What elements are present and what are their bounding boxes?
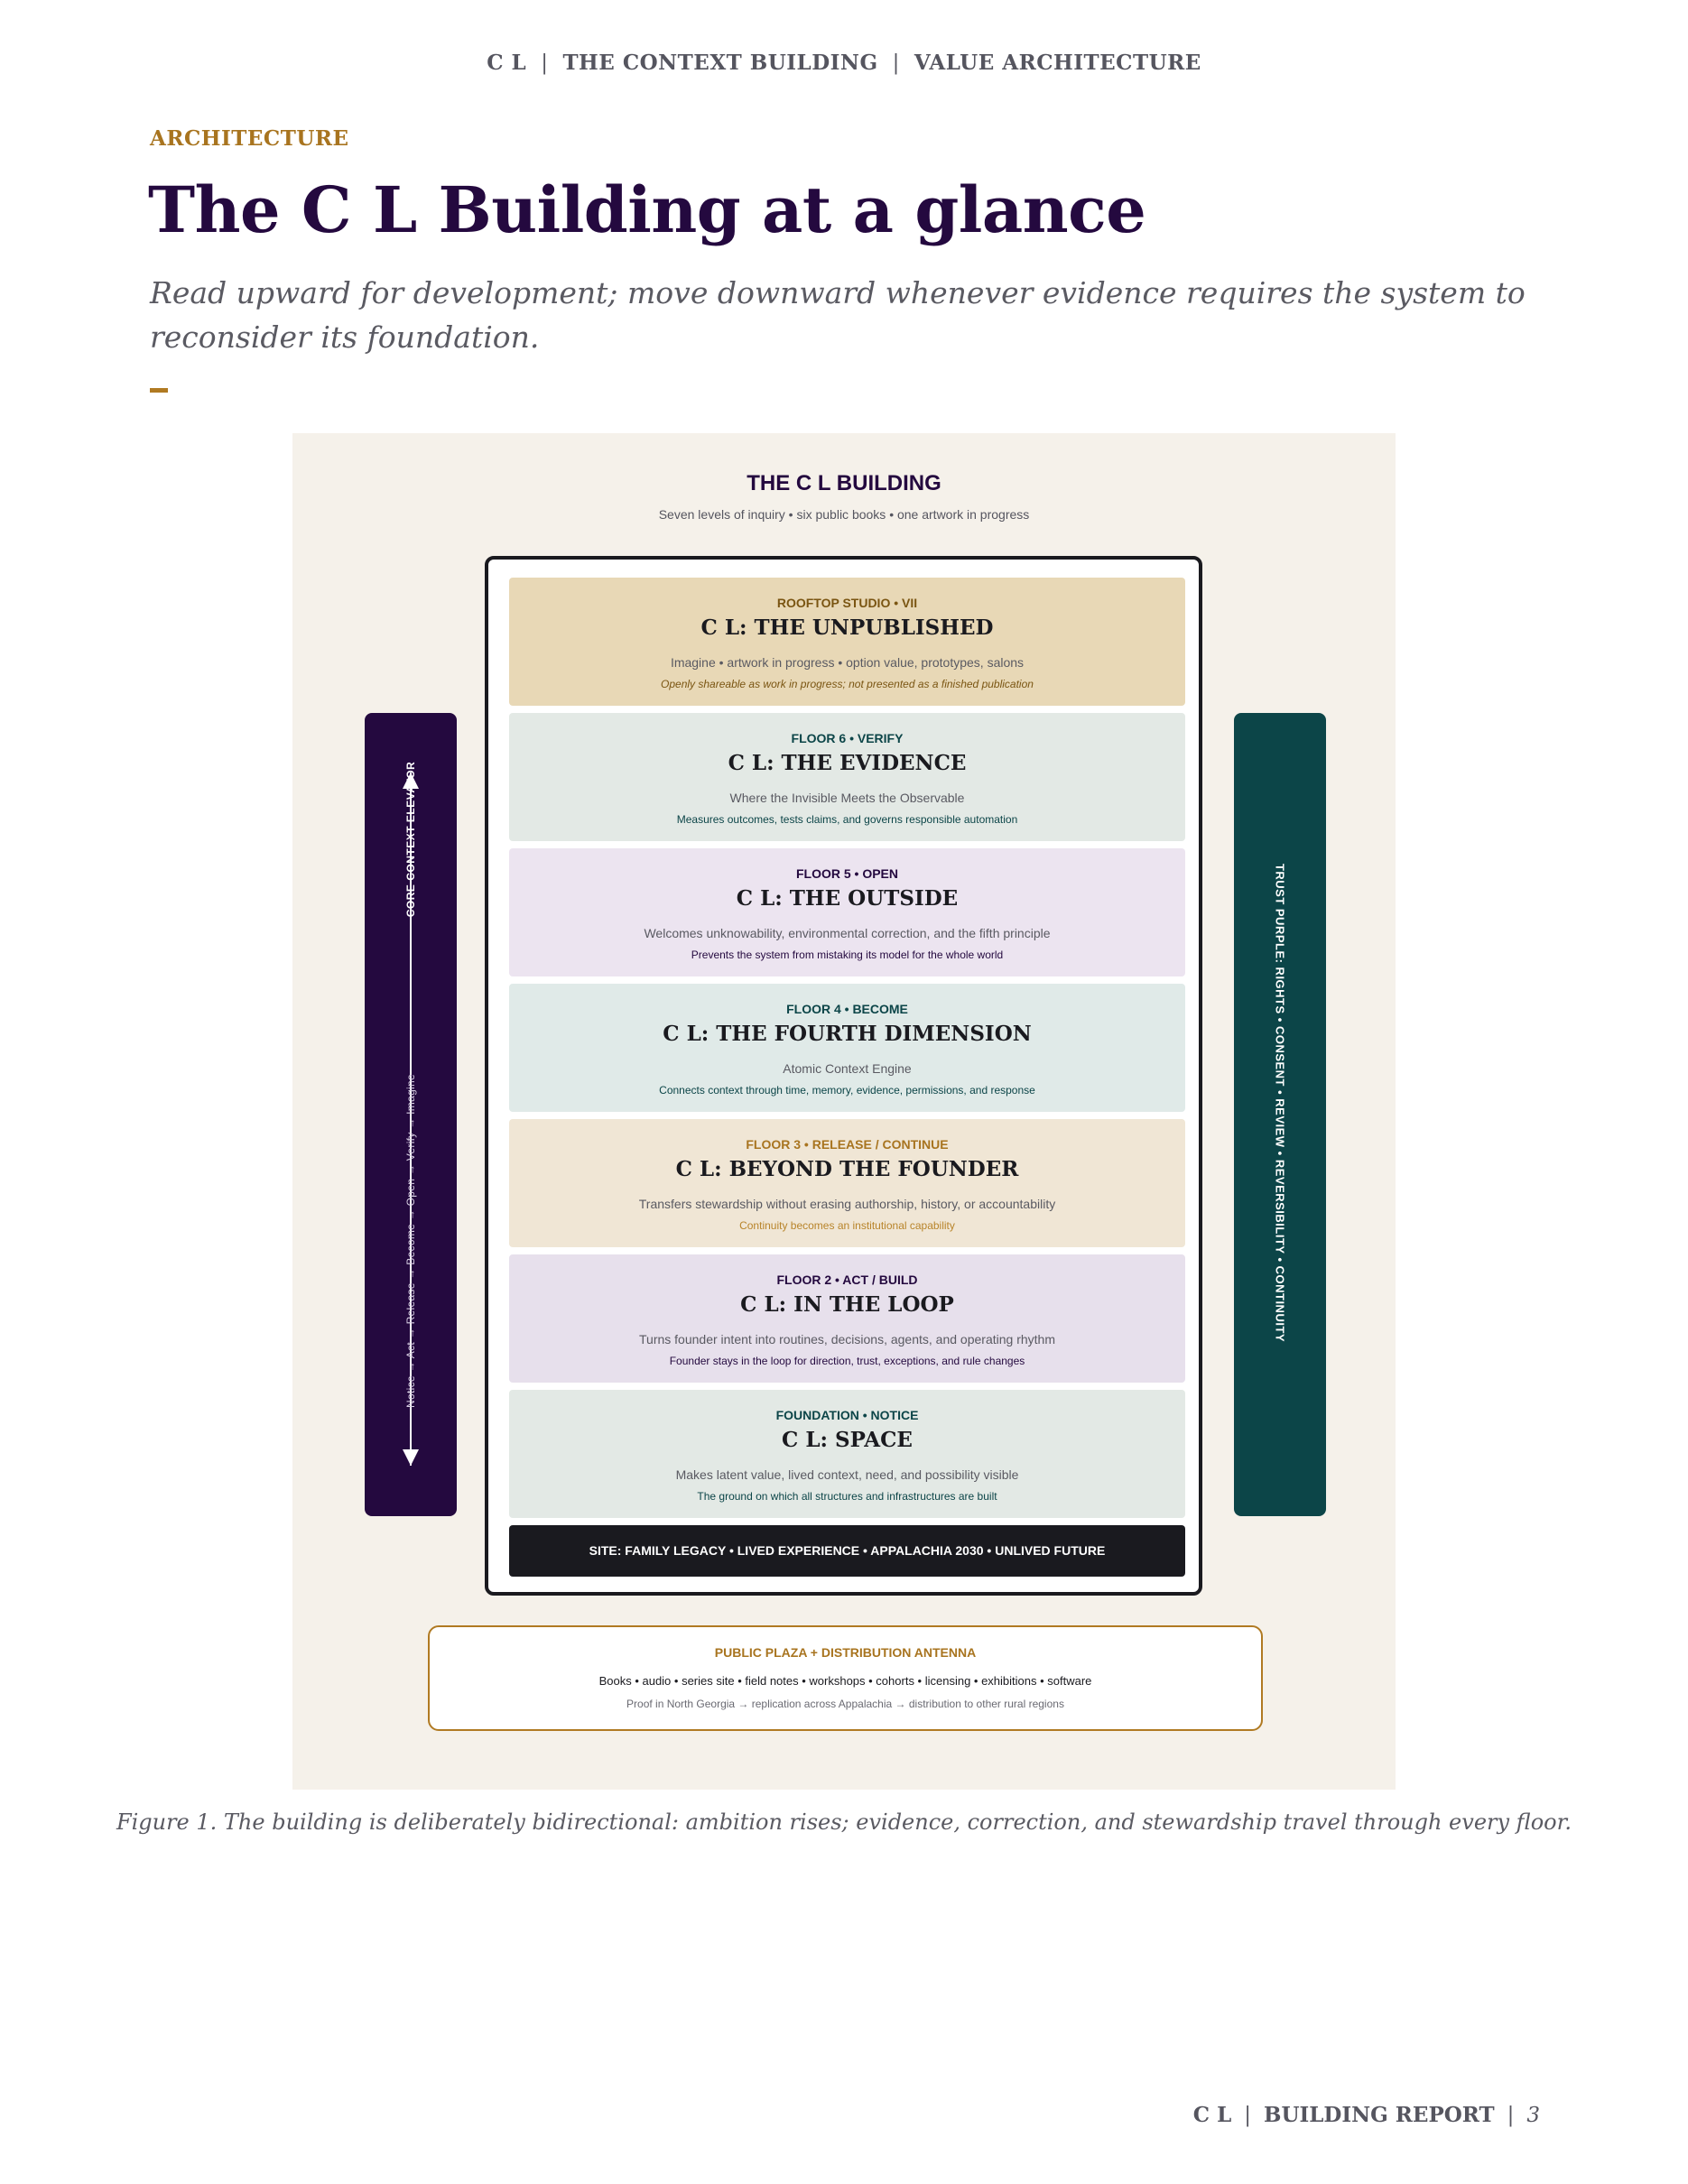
floor-5-open: FLOOR 5 • OPEN C L: THE OUTSIDE Welcomes… <box>509 848 1185 976</box>
trust-pillar: TRUST PURPLE: RIGHTS • CONSENT • REVIEW … <box>1234 713 1326 1516</box>
header-chapter: VALUE ARCHITECTURE <box>914 51 1201 75</box>
footer-label: BUILDING REPORT <box>1264 2103 1495 2127</box>
elevator-steps: Notice → Act → Release → Become → Open →… <box>404 1074 417 1408</box>
page-subtitle: Read upward for development; move downwa… <box>150 275 1526 355</box>
header-separator: | <box>892 51 900 75</box>
plaza-path: Proof in North Georgia → replication acr… <box>626 1698 1064 1710</box>
floor-name: C L: THE FOURTH DIMENSION <box>663 1022 1032 1046</box>
floor-3-release: FLOOR 3 • RELEASE / CONTINUE C L: BEYOND… <box>509 1119 1185 1247</box>
floor-note: Founder stays in the loop for direction,… <box>669 1355 1025 1367</box>
header-separator: | <box>541 51 549 75</box>
header-section: THE CONTEXT BUILDING <box>562 51 878 75</box>
floor-note: Measures outcomes, tests claims, and gov… <box>676 813 1018 826</box>
trust-pillar-label: TRUST PURPLE: RIGHTS • CONSENT • REVIEW … <box>1273 863 1287 1343</box>
floor-note: Connects context through time, memory, e… <box>659 1084 1035 1097</box>
accent-rule <box>150 388 168 393</box>
page-title: The C L Building at a glance <box>148 172 1146 247</box>
floor-foundation-notice: FOUNDATION • NOTICE C L: SPACE Makes lat… <box>509 1390 1185 1518</box>
floor-description: Makes latent value, lived context, need,… <box>675 1467 1019 1482</box>
floor-note: Continuity becomes an institutional capa… <box>739 1219 955 1232</box>
floor-note: The ground on which all structures and i… <box>697 1490 997 1503</box>
public-plaza: PUBLIC PLAZA + DISTRIBUTION ANTENNA Book… <box>428 1625 1263 1731</box>
figure-title: THE C L BUILDING <box>747 471 941 495</box>
floor-description: Atomic Context Engine <box>783 1061 912 1076</box>
floor-name: C L: SPACE <box>782 1428 913 1452</box>
core-context-elevator: CORE CONTEXT ELEVATOR Notice → Act → Rel… <box>365 713 457 1516</box>
floor-6-verify: FLOOR 6 • VERIFY C L: THE EVIDENCE Where… <box>509 713 1185 841</box>
section-kicker: ARCHITECTURE <box>150 126 349 151</box>
floor-note: Openly shareable as work in progress; no… <box>661 678 1034 690</box>
floor-label: FLOOR 6 • VERIFY <box>791 731 904 745</box>
footer-separator: | <box>1244 2104 1251 2127</box>
floor-2-act-build: FLOOR 2 • ACT / BUILD C L: IN THE LOOP T… <box>509 1254 1185 1383</box>
elevator-label: CORE CONTEXT ELEVATOR <box>404 761 417 918</box>
floor-description: Welcomes unknowability, environmental co… <box>644 926 1051 940</box>
figure-subtitle: Seven levels of inquiry • six public boo… <box>658 507 1030 522</box>
page-number: 3 <box>1526 2104 1540 2127</box>
plaza-items: Books • audio • series site • field note… <box>598 1674 1092 1688</box>
floor-name: C L: THE UNPUBLISHED <box>700 615 994 640</box>
plaza-title: PUBLIC PLAZA + DISTRIBUTION ANTENNA <box>714 1645 977 1660</box>
floor-note: Prevents the system from mistaking its m… <box>691 949 1004 961</box>
running-footer: C L | BUILDING REPORT | 3 <box>1193 2103 1540 2127</box>
footer-separator: | <box>1507 2104 1515 2127</box>
floor-rooftop-studio: ROOFTOP STUDIO • VII C L: THE UNPUBLISHE… <box>509 578 1185 706</box>
floor-description: Imagine • artwork in progress • option v… <box>670 655 1025 670</box>
floor-label: FLOOR 2 • ACT / BUILD <box>776 1272 918 1287</box>
floor-label: FLOOR 5 • OPEN <box>795 866 899 881</box>
floor-description: Where the Invisible Meets the Observable <box>729 791 965 805</box>
running-header: C L | THE CONTEXT BUILDING | VALUE ARCHITECT… <box>0 51 1688 75</box>
floor-name: C L: IN THE LOOP <box>740 1292 954 1317</box>
footer-brand: C L <box>1192 2103 1232 2127</box>
floor-label: ROOFTOP STUDIO • VII <box>776 596 918 610</box>
floor-name: C L: BEYOND THE FOUNDER <box>675 1157 1019 1181</box>
building-figure: THE C L BUILDING Seven levels of inquiry… <box>292 433 1396 1790</box>
floor-description: Turns founder intent into routines, deci… <box>639 1332 1055 1346</box>
floor-label: FOUNDATION • NOTICE <box>775 1408 919 1422</box>
building-frame: ROOFTOP STUDIO • VII C L: THE UNPUBLISHE… <box>485 556 1202 1596</box>
figure-caption: Figure 1. The building is deliberately b… <box>116 1809 1572 1835</box>
floor-name: C L: THE OUTSIDE <box>736 886 959 911</box>
floor-label: FLOOR 3 • RELEASE / CONTINUE <box>746 1137 949 1152</box>
floor-label: FLOOR 4 • BECOME <box>786 1002 908 1016</box>
floor-name: C L: THE EVIDENCE <box>728 751 967 775</box>
header-brand: C L <box>487 51 527 75</box>
site-bar: SITE: FAMILY LEGACY • LIVED EXPERIENCE •… <box>509 1525 1185 1577</box>
floor-description: Transfers stewardship without erasing au… <box>638 1197 1056 1211</box>
elevator-arrow-icon <box>403 773 419 1466</box>
floor-4-become: FLOOR 4 • BECOME C L: THE FOURTH DIMENSI… <box>509 984 1185 1112</box>
